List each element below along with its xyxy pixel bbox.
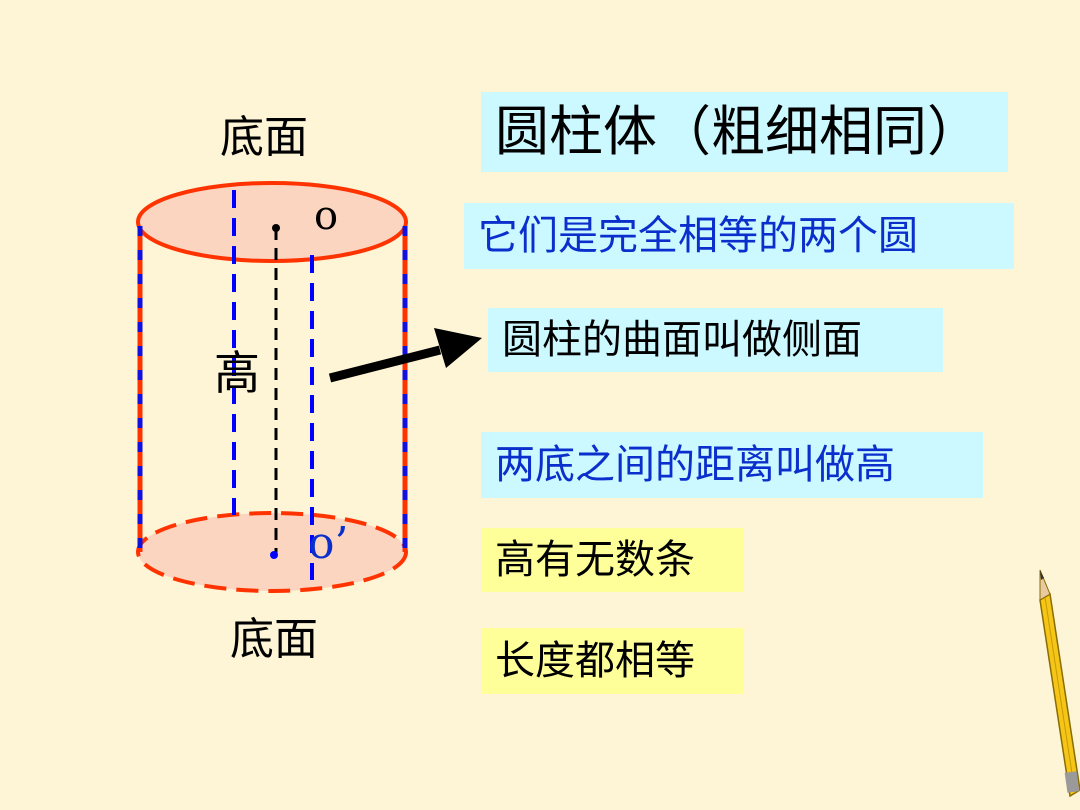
equal-lengths-box: 长度都相等 [481,628,743,694]
top-center-label: o [314,193,339,239]
lateral-surface-box: 圆柱的曲面叫做侧面 [488,308,943,372]
bottom-base-label: 底面 [230,614,318,665]
bases-equal-text: 它们是完全相等的两个圆 [478,213,918,259]
bottom-center-label: o’ [308,518,349,569]
top-base-ellipse [136,181,408,263]
top-center-point [272,224,280,232]
title-text: 圆柱体（粗细相同） [495,100,981,163]
infinite-heights-box: 高有无数条 [481,528,743,592]
height-label: 高 [214,346,260,400]
lateral-surface-text: 圆柱的曲面叫做侧面 [502,317,862,363]
bottom-center-point [270,551,278,559]
title-box: 圆柱体（粗细相同） [481,92,1008,172]
height-definition-box: 两底之间的距离叫做高 [481,432,983,498]
equal-lengths-text: 长度都相等 [495,638,695,684]
height-definition-text: 两底之间的距离叫做高 [495,442,895,488]
arrow-right-icon [328,328,482,383]
top-base-label: 底面 [220,112,308,163]
pencil-icon [1039,569,1080,798]
infinite-heights-text: 高有无数条 [495,537,695,583]
bases-equal-box: 它们是完全相等的两个圆 [464,203,1014,269]
